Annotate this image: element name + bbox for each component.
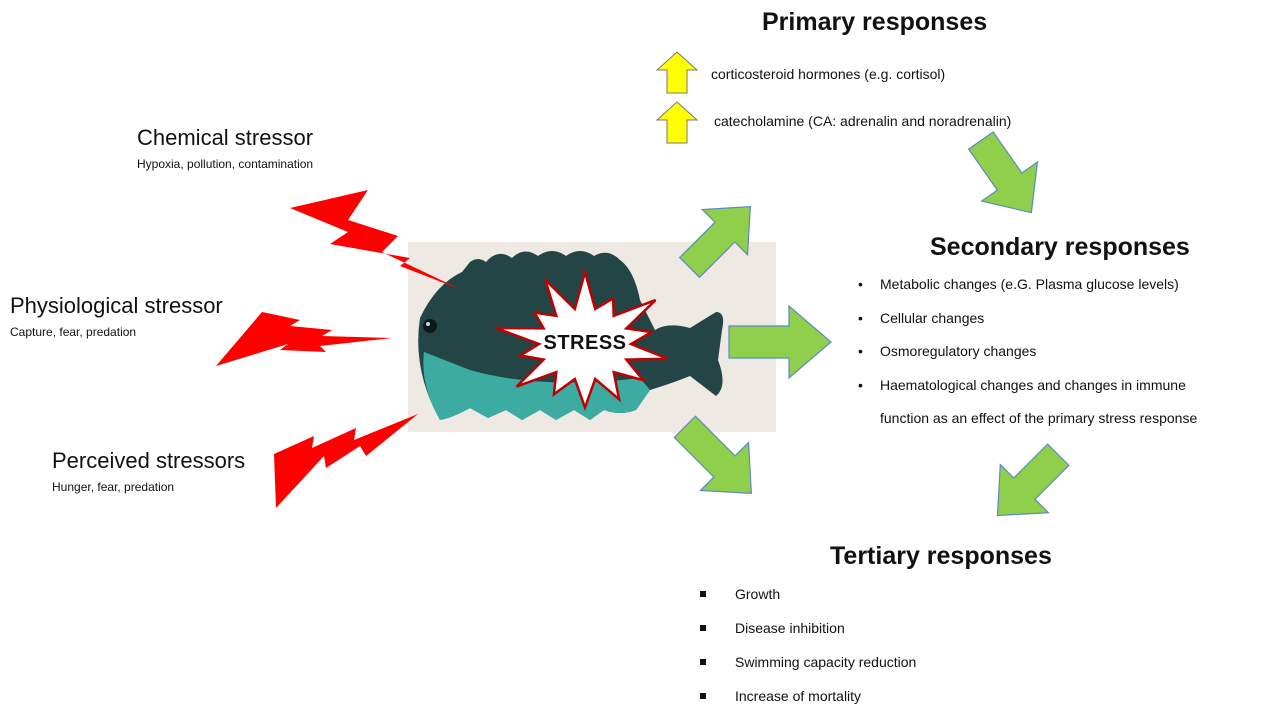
arrow-to-primary (678, 206, 751, 279)
lightning-bolt-chemical (290, 190, 462, 290)
stress-burst (495, 267, 669, 412)
tertiary-responses-list: Growth Disease inhibition Swimming capac… (700, 577, 916, 713)
primary-item-cortisol: corticosteroid hormones (e.g. cortisol) (711, 66, 946, 82)
arrow-to-tertiary (673, 415, 752, 494)
stressor-chemical-title: Chemical stressor (137, 125, 314, 150)
primary-responses-title: Primary responses (762, 8, 988, 36)
secondary-responses-title: Secondary responses (930, 233, 1190, 261)
arrow-up-icon-2 (655, 101, 699, 144)
list-item: Cellular changes (858, 302, 1197, 336)
list-item: Osmoregulatory changes (858, 335, 1197, 369)
list-item: Growth (700, 577, 916, 611)
arrow-to-secondary (728, 304, 832, 380)
list-item: function as an effect of the primary str… (880, 410, 1198, 426)
lightning-bolt-physiological (216, 312, 392, 366)
arrow-primary-to-secondary (967, 131, 1039, 214)
stressor-chemical-subtitle: Hypoxia, pollution, contamination (137, 157, 314, 171)
arrow-secondary-to-tertiary (996, 443, 1070, 517)
primary-item-catecholamine: catecholamine (CA: adrenalin and noradre… (714, 113, 1012, 129)
lightning-bolt-perceived (274, 414, 418, 508)
arrow-up-icon-1 (655, 51, 699, 94)
stressor-perceived-title: Perceived stressors (52, 448, 246, 473)
list-item: Swimming capacity reduction (700, 645, 916, 679)
list-item: Metabolic changes (e.G. Plasma glucose l… (858, 268, 1197, 302)
list-item: Increase of mortality (700, 679, 916, 713)
tertiary-responses-title: Tertiary responses (830, 542, 1052, 570)
stressor-physiological-subtitle: Capture, fear, predation (10, 325, 137, 339)
list-item: Disease inhibition (700, 611, 916, 645)
secondary-responses-list: Metabolic changes (e.G. Plasma glucose l… (858, 268, 1197, 436)
list-item: Haematological changes and changes in im… (858, 369, 1197, 403)
stressor-perceived-subtitle: Hunger, fear, predation (52, 480, 175, 494)
stress-label: STRESS (543, 332, 627, 354)
stressor-physiological-title: Physiological stressor (10, 293, 223, 318)
